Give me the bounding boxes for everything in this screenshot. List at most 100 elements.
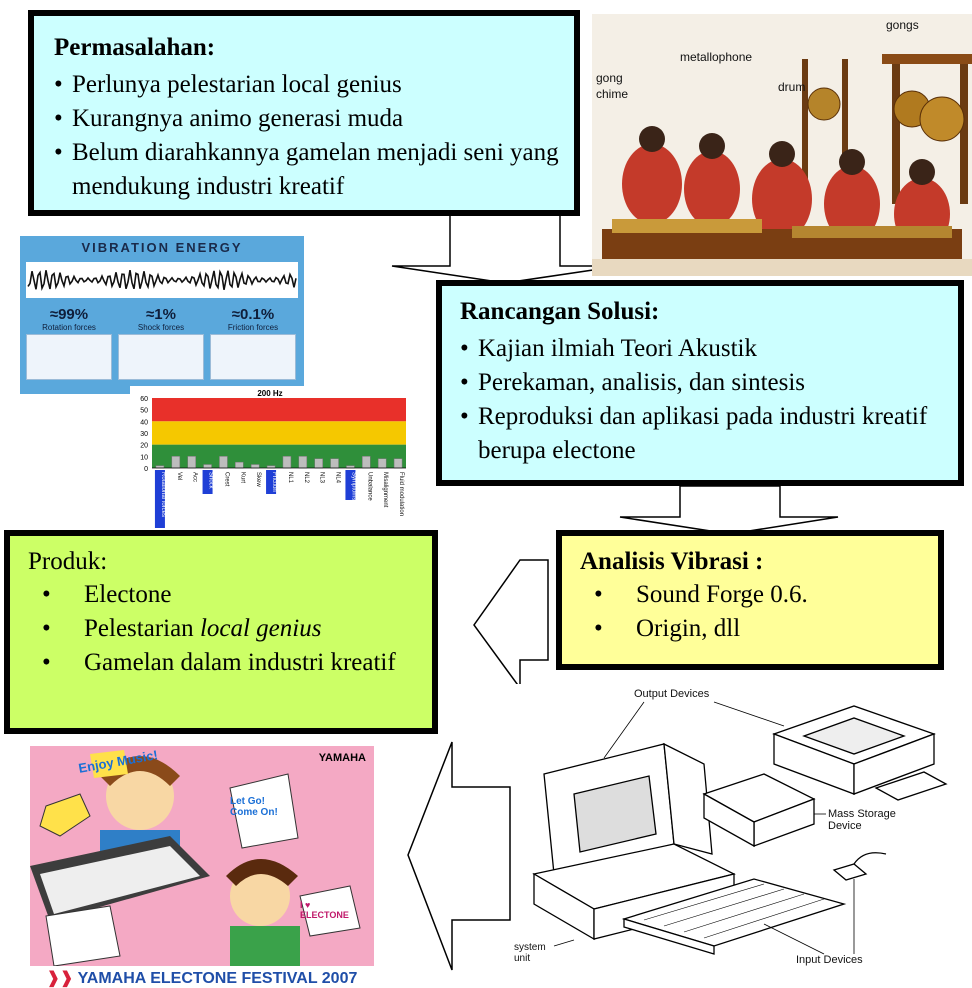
analisis-vibrasi-box: Analisis Vibrasi : Sound Forge 0.6. Orig… <box>556 530 944 670</box>
permasalahan-item: Perlunya pelestarian local genius <box>54 68 574 102</box>
vibration-waveform <box>26 262 298 298</box>
chart-bar <box>219 456 228 469</box>
label-system-unit: system unit <box>514 942 546 964</box>
chart-bar <box>377 458 387 469</box>
x-tick-label: Crest <box>223 472 229 487</box>
x-label-highlight <box>202 470 213 494</box>
rancangan-item: Perekaman, analisis, dan sintesis <box>460 366 958 400</box>
label-output-devices: Output Devices <box>634 688 710 700</box>
y-tick-label: 30 <box>140 431 148 438</box>
rancangan-title: Rancangan Solusi: <box>460 298 660 325</box>
permasalahan-item: Belum diarahkannya gamelan menjadi seni … <box>54 136 574 204</box>
x-tick-label: Skew <box>255 472 261 487</box>
arrow-down-1 <box>391 213 621 284</box>
chart-band <box>152 444 406 468</box>
produk-item: Electone <box>28 578 432 612</box>
vibration-stat: ≈1%Shock forces <box>118 306 204 386</box>
chart-bar <box>203 464 212 469</box>
x-tick-label: NL1 <box>287 472 293 484</box>
vibration-stat: ≈0.1%Friction forces <box>210 306 296 386</box>
vibration-energy-panel: VIBRATION ENERGY ≈99%Rotation forces≈1%S… <box>20 236 304 394</box>
arrow-left-2 <box>407 741 511 971</box>
x-tick-label: Fluid modulation <box>398 472 404 516</box>
permasalahan-item: Kurangnya animo generasi muda <box>54 102 574 136</box>
chart-bar <box>330 458 339 469</box>
vibration-stat-value: ≈1% <box>146 306 176 323</box>
permasalahan-title: Permasalahan: <box>54 34 216 61</box>
chart-bar <box>187 456 196 469</box>
x-tick-label: Rotational forces <box>160 472 166 517</box>
vibration-stat-plot <box>210 334 296 380</box>
analisis-item: Origin, dll <box>580 612 938 646</box>
arrow-down-2 <box>619 485 839 535</box>
label-mass-storage: Mass Storage Device <box>828 808 896 832</box>
y-tick-label: 50 <box>140 408 148 415</box>
vibration-stat-label: Rotation forces <box>42 323 96 332</box>
chart-bar <box>314 458 323 469</box>
x-tick-label: Kurt <box>239 472 245 483</box>
poster-bubble-letgo: Let Go! Come On! <box>230 796 278 818</box>
vibration-stat-label: Friction forces <box>227 323 279 332</box>
vibration-stat: ≈99%Rotation forces <box>26 306 112 386</box>
rancangan-item: Kajian ilmiah Teori Akustik <box>460 332 958 366</box>
gamelan-photo: gongs metallophone gong chime drum <box>592 14 972 276</box>
chart-bar <box>298 456 308 469</box>
chart-band <box>152 421 406 445</box>
chart-bar <box>362 456 371 469</box>
x-tick-label: Misalignment <box>382 472 388 508</box>
rancangan-solusi-box: Rancangan Solusi: Kajian ilmiah Teori Ak… <box>436 280 964 486</box>
arrow-left-1 <box>473 559 549 691</box>
y-tick-label: 40 <box>140 419 148 426</box>
permasalahan-box: Permasalahan: Perlunya pelestarian local… <box>28 10 580 216</box>
computer-diagram: Output Devices Mass Storage Device syste… <box>514 684 954 980</box>
analisis-title: Analisis Vibrasi : <box>580 548 764 575</box>
chart-bar <box>171 456 181 469</box>
vibration-stat-value: ≈99% <box>49 306 89 323</box>
poster-brand: YAMAHA <box>318 752 366 764</box>
x-tick-label: Unbalance <box>366 472 372 501</box>
x-tick-label: NL4 <box>335 472 341 484</box>
analisis-item: Sound Forge 0.6. <box>580 578 938 612</box>
vibration-energy-title: VIBRATION ENERGY <box>81 240 243 255</box>
y-tick-label: 60 <box>140 396 148 403</box>
x-tick-label: Acc <box>192 472 198 482</box>
label-metallophone: metallophone <box>680 50 753 64</box>
y-tick-label: 20 <box>140 443 148 450</box>
chart-bar <box>393 458 403 469</box>
rancangan-item: Reproduksi dan aplikasi pada industri kr… <box>460 400 958 468</box>
x-label-highlight <box>266 470 277 494</box>
label-gong-chime: gong chime <box>596 71 629 101</box>
x-tick-label: NL2 <box>303 472 309 484</box>
chart-bar <box>250 464 260 469</box>
poster-bubble-electone: I ♥ ELECTONE <box>300 900 349 920</box>
x-tick-label: NL3 <box>319 472 325 484</box>
poster-footer-text: YAMAHA ELECTONE FESTIVAL 2007 <box>77 970 358 987</box>
label-drum: drum <box>778 80 806 94</box>
vibration-stat-label: Shock forces <box>137 323 185 332</box>
y-tick-label: 10 <box>140 454 148 461</box>
x-tick-label: Shock <box>208 472 214 490</box>
x-label-highlight <box>154 470 165 528</box>
yamaha-logo-icon: ❱❱ <box>46 970 74 987</box>
chart-bar <box>235 461 244 469</box>
produk-local-prefix: Pelestarian <box>84 615 200 642</box>
produk-box: Produk: Electone Pelestarian local geniu… <box>4 530 438 734</box>
bar-chart-title: 200 Hz <box>257 389 282 398</box>
produk-local-italic: local genius <box>199 615 322 642</box>
poster-footer: ❱❱ YAMAHA ELECTONE FESTIVAL 2007 <box>30 968 374 988</box>
yamaha-poster: YAMAHA Enjoy Music! Let Go! Come On! I ♥… <box>30 746 374 988</box>
label-input-devices: Input Devices <box>796 954 863 966</box>
vibration-stat-plot <box>26 334 112 380</box>
x-tick-label: Vel <box>176 472 182 480</box>
produk-title: Produk: <box>28 548 108 575</box>
chart-band <box>152 398 406 422</box>
x-tick-label: Symptoms <box>350 472 356 500</box>
chart-bar <box>282 456 292 469</box>
produk-item: Gamelan dalam industri kreatif <box>28 646 404 680</box>
label-gongs: gongs <box>886 18 919 32</box>
vibration-stat-value: ≈0.1% <box>231 306 275 323</box>
vibration-stat-plot <box>118 334 204 380</box>
x-label-highlight <box>345 470 356 500</box>
